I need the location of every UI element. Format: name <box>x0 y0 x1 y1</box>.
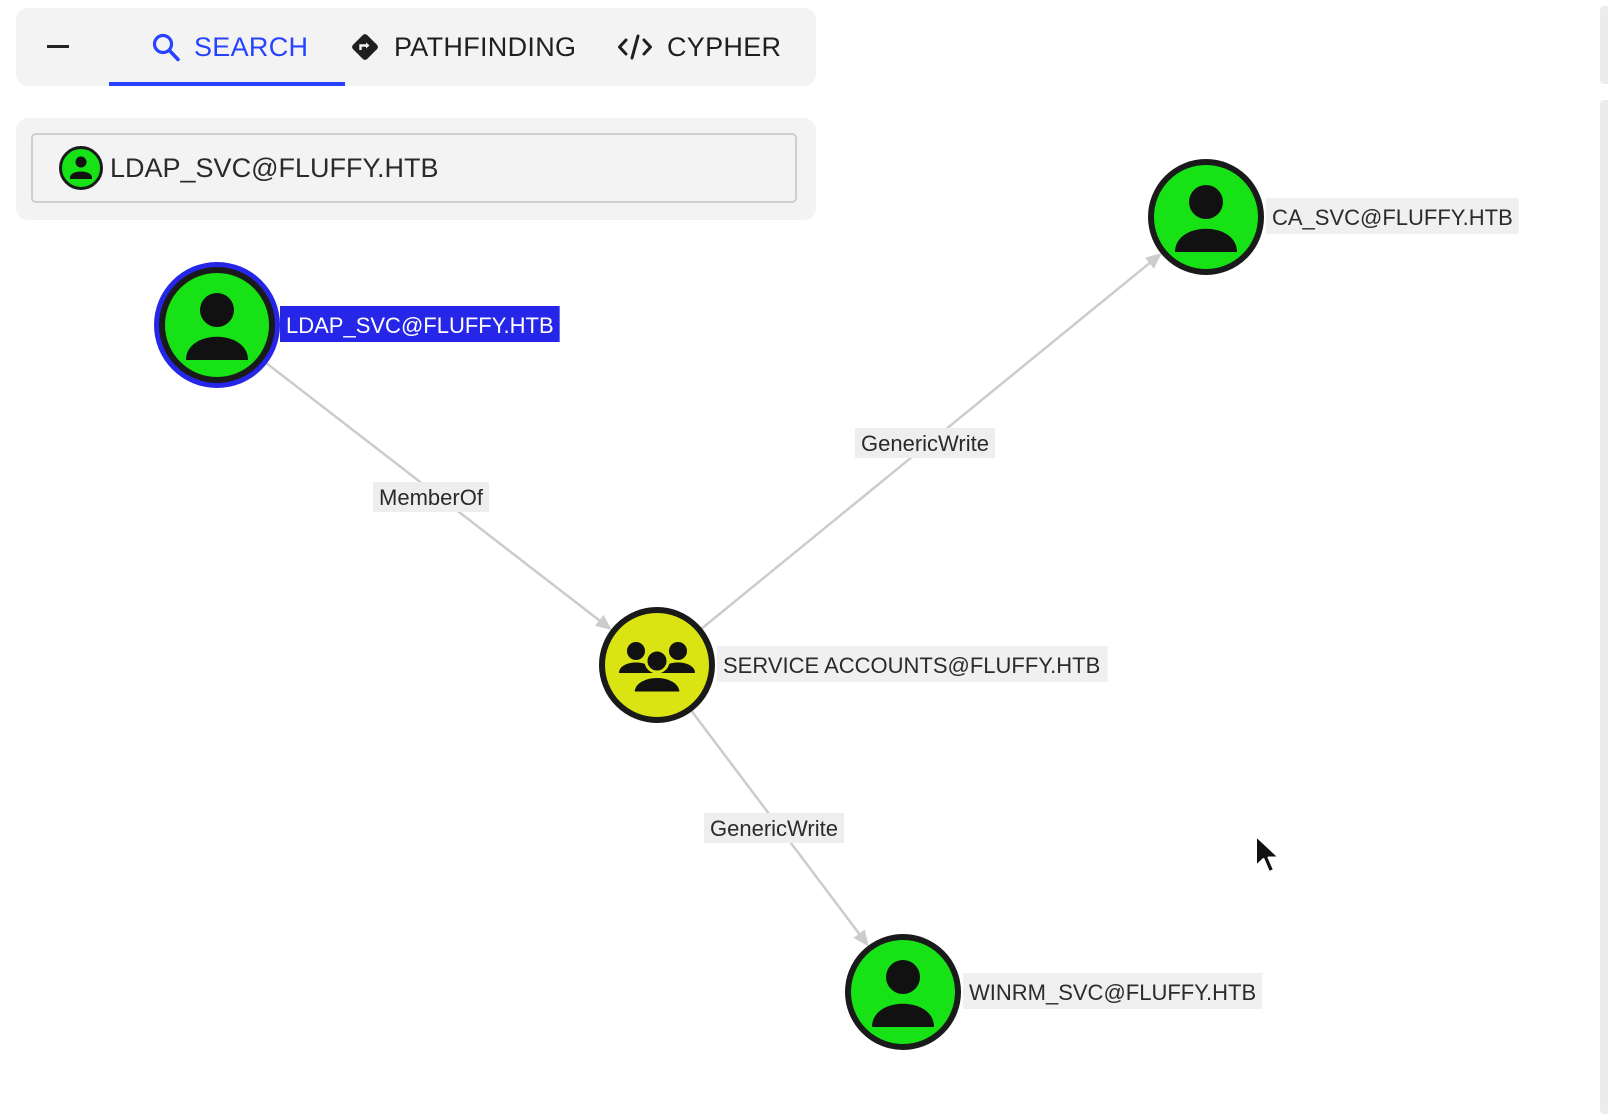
edge-label: GenericWrite <box>710 816 838 841</box>
collapse-button[interactable] <box>40 35 78 59</box>
search-panel: LDAP_SVC@FLUFFY.HTB <box>16 118 816 220</box>
search-icon <box>152 32 180 62</box>
edge-label: MemberOf <box>379 485 484 510</box>
user-icon <box>186 293 248 360</box>
user-icon <box>1175 185 1237 252</box>
node-ldap[interactable]: LDAP_SVC@FLUFFY.HTB <box>154 262 560 388</box>
node-label-background <box>1266 198 1519 234</box>
user-icon <box>872 960 934 1027</box>
edge-arrowhead-icon <box>1145 253 1162 269</box>
node-service[interactable]: SERVICE ACCOUNTS@FLUFFY.HTB <box>599 607 1108 723</box>
edge-label: GenericWrite <box>861 431 989 456</box>
pathfinding-icon <box>350 32 380 62</box>
node-ca[interactable]: CA_SVC@FLUFFY.HTB <box>1148 159 1519 275</box>
right-panel-edge-top <box>1600 6 1608 84</box>
node-label: WINRM_SVC@FLUFFY.HTB <box>969 980 1256 1005</box>
node-label-background <box>717 646 1108 682</box>
edge-label-background <box>855 428 995 458</box>
user-node-icon <box>58 145 104 191</box>
tab-pathfinding[interactable]: PATHFINDING <box>350 8 576 86</box>
tab-search[interactable]: SEARCH <box>152 8 308 86</box>
tab-search-label: SEARCH <box>194 31 309 62</box>
search-input[interactable]: LDAP_SVC@FLUFFY.HTB <box>31 133 797 203</box>
right-panel-edge <box>1600 100 1608 1114</box>
search-tab-bar: SEARCH PATHFINDING CYPHER <box>16 8 816 86</box>
nodes-layer: LDAP_SVC@FLUFFY.HTB SERVICE ACCOUNTS@FLUF… <box>154 159 1519 1050</box>
code-icon <box>617 32 653 62</box>
node-winrm[interactable]: WINRM_SVC@FLUFFY.HTB <box>845 934 1263 1050</box>
node-label: SERVICE ACCOUNTS@FLUFFY.HTB <box>723 653 1100 678</box>
edge-label-background <box>704 813 844 843</box>
edge-service-winrm[interactable]: GenericWrite <box>689 708 869 947</box>
edge-arrowhead-icon <box>853 929 869 947</box>
node-label: LDAP_SVC@FLUFFY.HTB <box>286 313 554 338</box>
minus-icon <box>47 45 69 48</box>
node-label-background <box>280 306 560 342</box>
node-label: CA_SVC@FLUFFY.HTB <box>1272 205 1513 230</box>
edge-arrowhead-icon <box>594 614 612 631</box>
tab-pathfinding-label: PATHFINDING <box>394 31 577 62</box>
tab-cypher-label: CYPHER <box>667 31 782 62</box>
edge-service-ca[interactable]: GenericWrite <box>698 253 1162 632</box>
node-label-background <box>963 973 1263 1009</box>
tab-cypher[interactable]: CYPHER <box>617 8 781 86</box>
group-icon <box>619 642 695 695</box>
edge-ldap-service[interactable]: MemberOf <box>259 357 612 631</box>
edge-label-background <box>373 482 489 512</box>
active-tab-indicator <box>109 82 345 86</box>
search-input-value: LDAP_SVC@FLUFFY.HTB <box>110 152 439 183</box>
